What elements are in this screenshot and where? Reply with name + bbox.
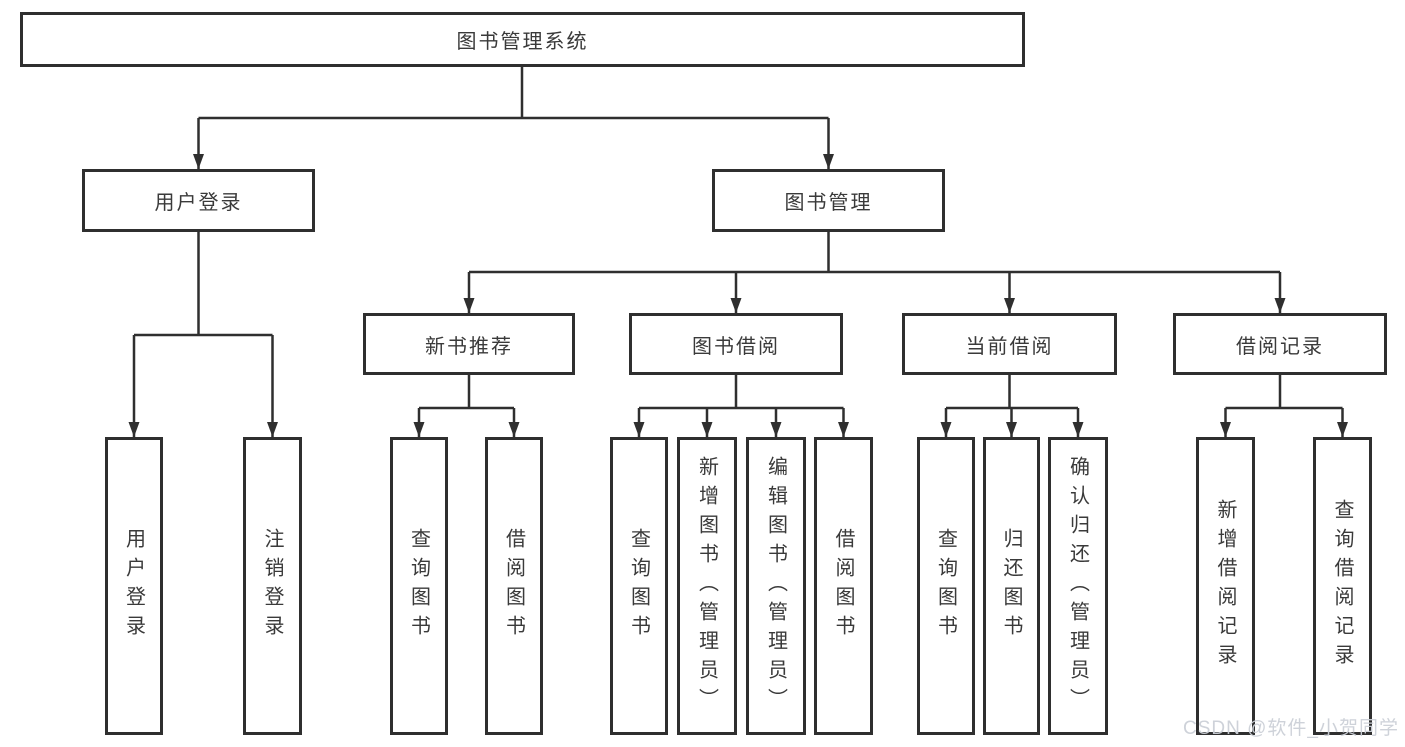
- leaf-query-borrow-record: 查询借阅记录: [1313, 437, 1372, 735]
- leaf-query-books-recommend: 查询图书: [390, 437, 448, 735]
- node-library-management-system: 图书管理系统: [20, 12, 1025, 67]
- node-book-borrowing: 图书借阅: [629, 313, 843, 375]
- leaf-query-books-current: 查询图书: [917, 437, 975, 735]
- node-borrowing-records: 借阅记录: [1173, 313, 1387, 375]
- csdn-watermark: CSDN @软件_小贺同学: [1183, 718, 1399, 739]
- leaf-add-borrow-record: 新增借阅记录: [1196, 437, 1255, 735]
- node-current-borrowing: 当前借阅: [902, 313, 1117, 375]
- leaf-add-book-admin: 新增图书（管理员）: [677, 437, 737, 735]
- node-new-book-recommendation: 新书推荐: [363, 313, 575, 375]
- leaf-borrow-books-borrowing: 借阅图书: [814, 437, 873, 735]
- leaf-confirm-return-admin: 确认归还（管理员）: [1048, 437, 1108, 735]
- leaf-query-books-borrowing: 查询图书: [610, 437, 668, 735]
- leaf-logout: 注销登录: [243, 437, 302, 735]
- node-user-login: 用户登录: [82, 169, 315, 232]
- node-book-management: 图书管理: [712, 169, 945, 232]
- leaf-borrow-books-recommend: 借阅图书: [485, 437, 543, 735]
- leaf-user-login: 用户登录: [105, 437, 163, 735]
- leaf-edit-book-admin: 编辑图书（管理员）: [746, 437, 806, 735]
- leaf-return-books: 归还图书: [983, 437, 1040, 735]
